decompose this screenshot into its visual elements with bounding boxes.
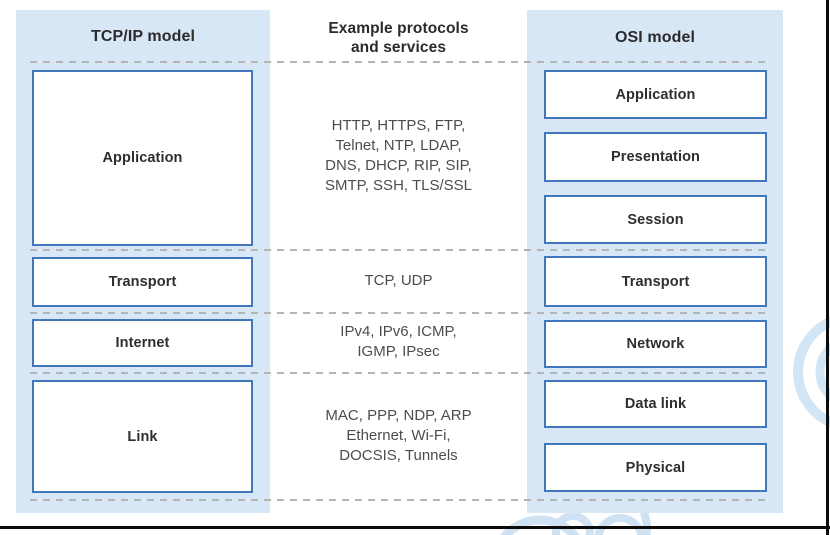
osi-layer-session: Session [544,195,767,244]
osi-layer-data-link: Data link [544,380,767,428]
row-separator [30,372,766,374]
protocols-transport-row: TCP, UDP [364,272,433,289]
osi-layer-physical: Physical [544,443,767,492]
osi-layer-application: Application [544,70,767,119]
osi-column-title: OSI model [614,29,696,46]
protocols-internet-row: IPv4, IPv6, ICMP, IGMP, IPsec [340,323,457,360]
tcpip-layer-transport: Transport [32,257,253,307]
row-separator [30,312,766,314]
protocols-application-row: HTTP, HTTPS, FTP, Telnet, NTP, LDAP, DNS… [324,117,472,194]
osi-layer-network: Network [544,320,767,368]
osi-layer-presentation: Presentation [544,132,767,182]
row-separator [30,61,766,63]
osi-layer-transport: Transport [544,256,767,307]
tcpip-layer-internet: Internet [32,319,253,367]
row-separator [30,249,766,251]
tcpip-layer-application: Application [32,70,253,246]
right-frame-line [826,0,829,535]
bottom-frame-line [0,526,830,529]
protocols-column-title: Example protocols and services [328,20,469,56]
tcpip-column-title: TCP/IP model [90,28,196,45]
row-separator [30,499,766,501]
protocols-link-row: MAC, PPP, NDP, ARP Ethernet, Wi‑Fi, DOCS… [325,406,472,464]
tcpip-layer-link: Link [32,380,253,493]
